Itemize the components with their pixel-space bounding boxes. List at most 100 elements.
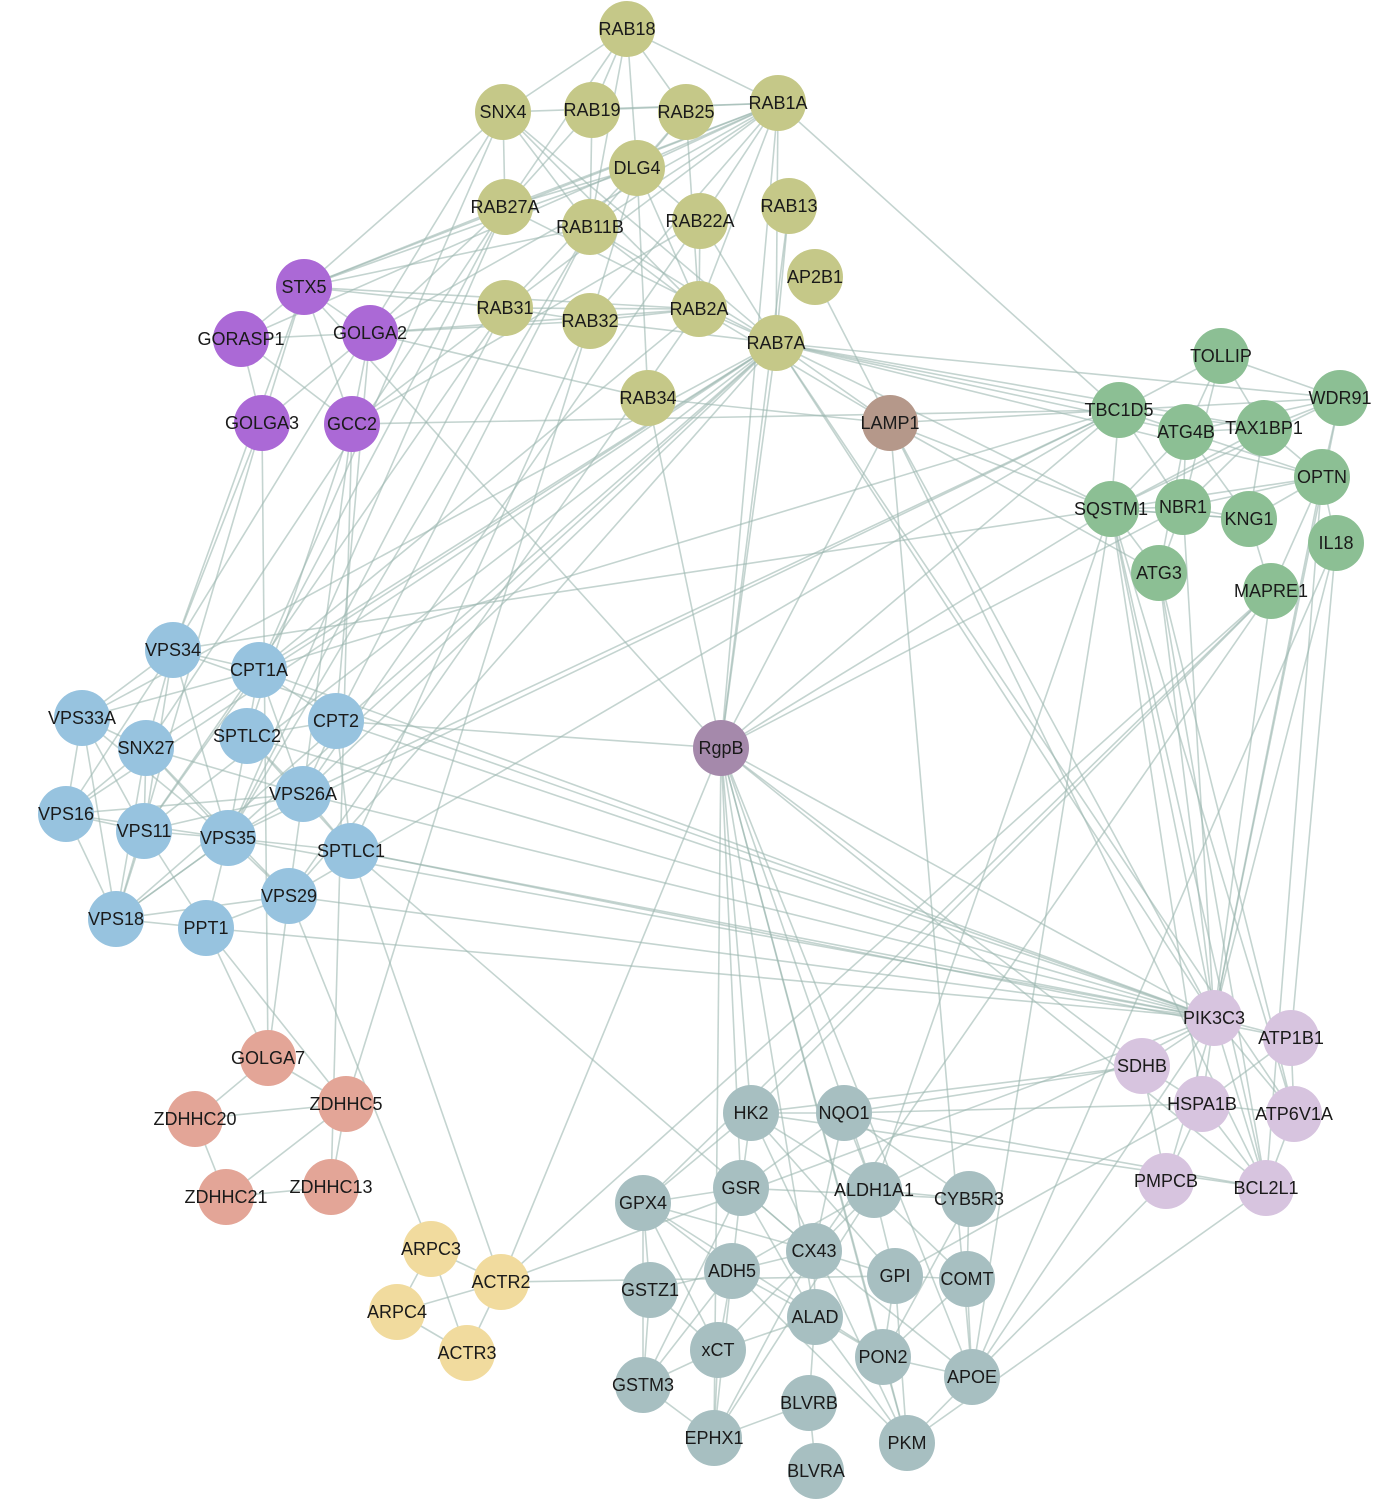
node-pkm[interactable]: PKM xyxy=(879,1415,935,1471)
node-snx4[interactable]: SNX4 xyxy=(475,84,531,140)
node-circle xyxy=(867,1248,923,1304)
node-blvrb[interactable]: BLVRB xyxy=(780,1375,838,1431)
node-alad[interactable]: ALAD xyxy=(787,1289,843,1345)
node-vps33a[interactable]: VPS33A xyxy=(48,690,116,746)
node-ap2b1[interactable]: AP2B1 xyxy=(787,249,843,305)
node-sptlc1[interactable]: SPTLC1 xyxy=(317,823,385,879)
node-aldh1a1[interactable]: ALDH1A1 xyxy=(834,1162,914,1218)
edge-mapre1-hk2 xyxy=(750,590,1272,1114)
node-vps16[interactable]: VPS16 xyxy=(38,786,94,842)
node-gpi[interactable]: GPI xyxy=(867,1248,923,1304)
node-blvra[interactable]: BLVRA xyxy=(787,1443,845,1499)
node-rab31[interactable]: RAB31 xyxy=(476,280,534,336)
node-atp1b1[interactable]: ATP1B1 xyxy=(1258,1010,1324,1066)
node-hk2[interactable]: HK2 xyxy=(723,1085,779,1141)
node-gpx4[interactable]: GPX4 xyxy=(615,1175,671,1231)
node-pik3c3[interactable]: PIK3C3 xyxy=(1183,990,1245,1046)
node-circle xyxy=(1186,990,1242,1046)
node-cyb5r3[interactable]: CYB5R3 xyxy=(934,1171,1004,1227)
node-dlg4[interactable]: DLG4 xyxy=(609,140,665,196)
node-rab27a[interactable]: RAB27A xyxy=(470,179,540,235)
node-stx5[interactable]: STX5 xyxy=(276,259,332,315)
node-gstz1[interactable]: GSTZ1 xyxy=(621,1262,679,1318)
node-atg4b[interactable]: ATG4B xyxy=(1157,404,1215,460)
edge-rab7a-optn xyxy=(775,342,1323,478)
node-rab18[interactable]: RAB18 xyxy=(598,1,656,57)
edge-mapre1-actr2 xyxy=(500,590,1272,1283)
node-pmpcb[interactable]: PMPCB xyxy=(1134,1153,1198,1209)
node-optn[interactable]: OPTN xyxy=(1294,449,1350,505)
node-bcl2l1[interactable]: BCL2L1 xyxy=(1233,1160,1299,1216)
node-vps34[interactable]: VPS34 xyxy=(145,622,201,678)
node-arpc3[interactable]: ARPC3 xyxy=(401,1221,461,1277)
edge-cpt2-rgpb xyxy=(335,720,722,749)
edge-pik3c3-bcl2l1 xyxy=(1213,1017,1267,1189)
node-golga2[interactable]: GOLGA2 xyxy=(333,305,407,361)
node-atp6v1a[interactable]: ATP6V1A xyxy=(1255,1086,1333,1142)
node-rgpb[interactable]: RgpB xyxy=(693,720,749,776)
node-rab11b[interactable]: RAB11B xyxy=(556,199,624,255)
node-rab22a[interactable]: RAB22A xyxy=(665,193,735,249)
node-tax1bp1[interactable]: TAX1BP1 xyxy=(1225,400,1303,456)
node-gsr[interactable]: GSR xyxy=(713,1160,769,1216)
node-rab7a[interactable]: RAB7A xyxy=(746,315,806,371)
node-vps11[interactable]: VPS11 xyxy=(116,803,172,859)
node-actr3[interactable]: ACTR3 xyxy=(437,1325,497,1381)
node-actr2[interactable]: ACTR2 xyxy=(471,1254,531,1310)
node-apoe[interactable]: APOE xyxy=(944,1349,1000,1405)
node-nqo1[interactable]: NQO1 xyxy=(816,1085,872,1141)
edge-tbc1d5-vps29 xyxy=(288,409,1120,897)
node-tbc1d5[interactable]: TBC1D5 xyxy=(1084,382,1154,438)
node-pon2[interactable]: PON2 xyxy=(855,1329,911,1385)
node-rab32[interactable]: RAB32 xyxy=(561,293,619,349)
node-mapre1[interactable]: MAPRE1 xyxy=(1234,563,1308,619)
node-atg3[interactable]: ATG3 xyxy=(1131,545,1187,601)
node-cpt1a[interactable]: CPT1A xyxy=(230,642,288,698)
node-snx27[interactable]: SNX27 xyxy=(117,720,175,776)
node-sqstm1[interactable]: SQSTM1 xyxy=(1074,481,1148,537)
node-lamp1[interactable]: LAMP1 xyxy=(860,395,920,451)
node-hspa1b[interactable]: HSPA1B xyxy=(1167,1076,1237,1132)
node-tollip[interactable]: TOLLIP xyxy=(1190,328,1252,384)
node-vps35[interactable]: VPS35 xyxy=(200,810,256,866)
node-kng1[interactable]: KNG1 xyxy=(1221,491,1277,547)
node-zdhhc21[interactable]: ZDHHC21 xyxy=(184,1169,268,1225)
node-rab13[interactable]: RAB13 xyxy=(760,178,818,234)
node-il18[interactable]: IL18 xyxy=(1308,515,1364,571)
node-circle xyxy=(213,311,269,367)
node-wdr91[interactable]: WDR91 xyxy=(1308,370,1372,426)
node-ephx1[interactable]: EPHX1 xyxy=(684,1410,744,1466)
node-vps18[interactable]: VPS18 xyxy=(88,891,144,947)
node-label: GORASP1 xyxy=(197,329,284,349)
node-zdhhc20[interactable]: ZDHHC20 xyxy=(153,1091,237,1147)
node-adh5[interactable]: ADH5 xyxy=(704,1243,760,1299)
node-gorasp1[interactable]: GORASP1 xyxy=(197,311,285,367)
node-arpc4[interactable]: ARPC4 xyxy=(367,1284,427,1340)
node-rab2a[interactable]: RAB2A xyxy=(669,281,729,337)
node-vps26a[interactable]: VPS26A xyxy=(269,766,337,822)
node-gstm3[interactable]: GSTM3 xyxy=(612,1357,674,1413)
node-ppt1[interactable]: PPT1 xyxy=(178,900,234,956)
node-zdhhc5[interactable]: ZDHHC5 xyxy=(309,1076,383,1132)
node-circle xyxy=(615,1175,671,1231)
edge-rab2a-lamp1 xyxy=(698,308,891,424)
edge-rab31-stx5 xyxy=(303,286,506,309)
node-circle xyxy=(303,1159,359,1215)
node-nbr1[interactable]: NBR1 xyxy=(1155,479,1211,535)
node-gcc2[interactable]: GCC2 xyxy=(324,396,380,452)
node-rab1a[interactable]: RAB1A xyxy=(748,75,808,131)
node-rab25[interactable]: RAB25 xyxy=(657,84,715,140)
node-circle xyxy=(781,1375,837,1431)
node-comt[interactable]: COMT xyxy=(939,1251,995,1307)
node-cpt2[interactable]: CPT2 xyxy=(308,693,364,749)
node-cx43[interactable]: CX43 xyxy=(786,1223,842,1279)
node-vps29[interactable]: VPS29 xyxy=(261,868,317,924)
node-sptlc2[interactable]: SPTLC2 xyxy=(213,708,281,764)
node-sdhb[interactable]: SDHB xyxy=(1114,1038,1170,1094)
node-xct[interactable]: xCT xyxy=(690,1322,746,1378)
node-zdhhc13[interactable]: ZDHHC13 xyxy=(289,1159,373,1215)
node-golga3[interactable]: GOLGA3 xyxy=(225,395,299,451)
node-golga7[interactable]: GOLGA7 xyxy=(231,1030,305,1086)
node-rab34[interactable]: RAB34 xyxy=(619,370,677,426)
node-rab19[interactable]: RAB19 xyxy=(563,82,621,138)
